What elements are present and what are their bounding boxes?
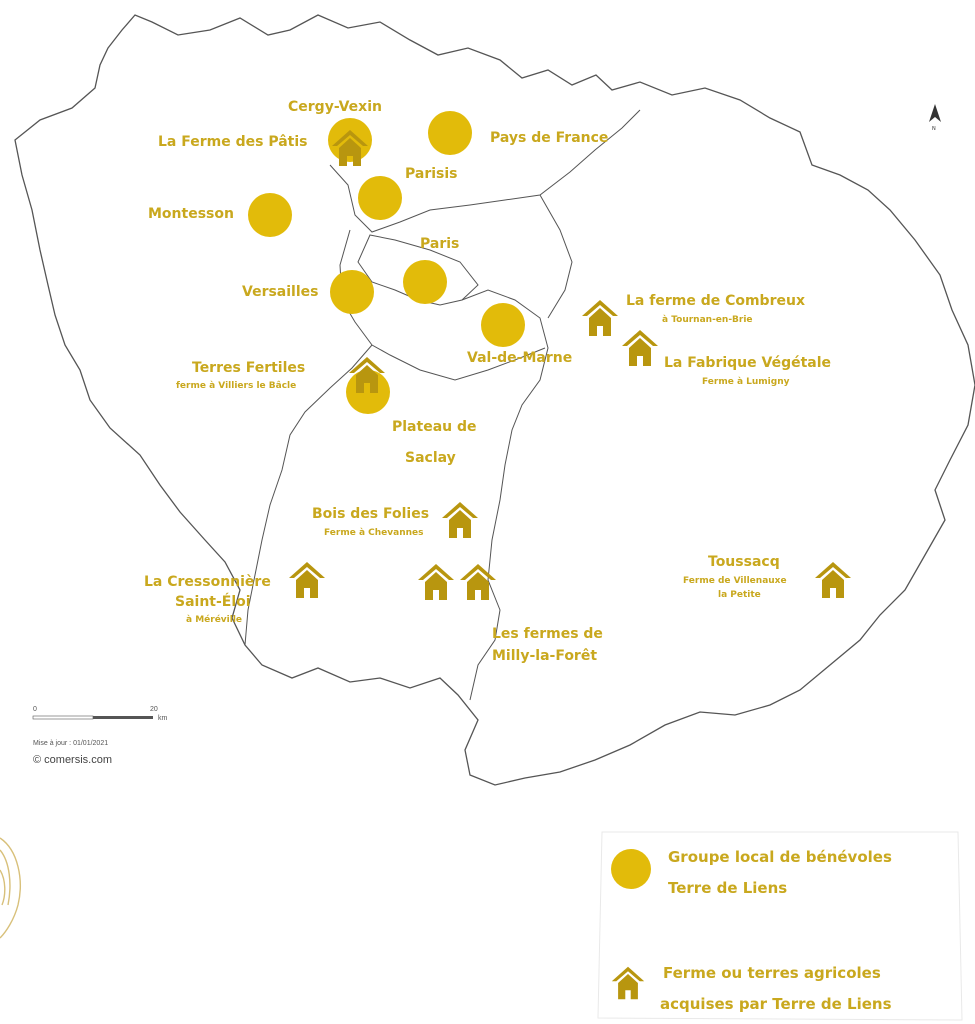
farm-house-icon [442,502,478,538]
svg-text:N: N [932,126,936,132]
label-saint-eloi: Saint-Éloi [175,593,251,610]
label-ferme-des-patis: La Ferme des Pâtis [158,134,307,150]
region-outer-border [14,14,975,786]
label-bois-des-folies: Bois des Folies [312,506,429,522]
legend-group-line2: Terre de Liens [668,879,787,897]
north-arrow-icon: N [929,104,941,132]
label-tournan-en-brie: à Tournan-en-Brie [662,315,753,325]
group-marker-val-de-marne [481,303,525,347]
label-montesson: Montesson [148,206,234,222]
label-versailles: Versailles [242,284,318,300]
credit: © comersis.com [33,754,112,766]
farm-house-icon [622,330,658,366]
label-ferme-de-combreux: La ferme de Combreux [626,293,805,309]
label-villiers-le-bacle: ferme à Villiers le Bâcle [176,381,296,391]
label-mereville: à Méréville [186,614,242,625]
group-marker-versailles [330,270,374,314]
border-paris-ring [357,234,479,306]
scale-update: Mise à jour : 01/01/2021 [33,740,108,747]
farm-house-icon [815,562,851,598]
scale-twenty: 20 [150,706,158,713]
label-lumigny: Ferme à Lumigny [702,377,790,387]
legend-circle-icon [611,849,651,889]
label-plateau-de: Plateau de [392,419,477,435]
label-villenauxe: Ferme de Villenauxe [683,576,787,586]
farm-house-icon [418,564,454,600]
legend-frame [597,831,963,1021]
logo-partial-icon [0,837,21,939]
group-marker-parisis [358,176,402,220]
label-paris: Paris [420,236,459,252]
border-val-de-marne [461,289,549,701]
border-seine-marne-north [539,194,573,319]
label-pays-de-france: Pays de France [490,130,608,146]
border-val-doise [329,109,641,233]
border-essonne-west [244,344,373,646]
legend-farm-line2: acquises par Terre de Liens [660,995,892,1013]
label-fabrique-vegetale: La Fabrique Végétale [664,355,831,371]
label-la-cressonniere: La Cressonnière [144,574,271,590]
legend-group-line1: Groupe local de bénévoles [668,848,892,866]
label-val-de-marne: Val-de-Marne [467,350,572,366]
farm-house-icon [460,564,496,600]
farm-house-icon [289,562,325,598]
label-toussacq: Toussacq [708,554,780,570]
scale-zero: 0 [33,706,37,713]
farm-house-icon [582,300,618,336]
group-marker-montesson [248,193,292,237]
legend: Groupe local de bénévoles Terre de Liens… [597,831,963,1021]
label-la-petite: la Petite [718,590,761,600]
scale-unit: km [158,715,168,722]
group-marker-pays-de-france [428,111,472,155]
label-chevannes: Ferme à Chevannes [324,528,423,538]
legend-farm-line1: Ferme ou terres agricoles [663,964,881,982]
label-saclay: Saclay [405,450,456,466]
label-parisis: Parisis [405,166,458,182]
label-milly-la-foret: Milly-la-Forêt [492,648,597,664]
group-marker-paris [403,260,447,304]
label-cergy-vexin: Cergy-Vexin [288,99,382,115]
label-terres-fertiles: Terres Fertiles [192,360,305,376]
label-les-fermes-de: Les fermes de [492,626,603,642]
scale-bar: 0 20 km Mise à jour : 01/01/2021 [32,706,168,747]
